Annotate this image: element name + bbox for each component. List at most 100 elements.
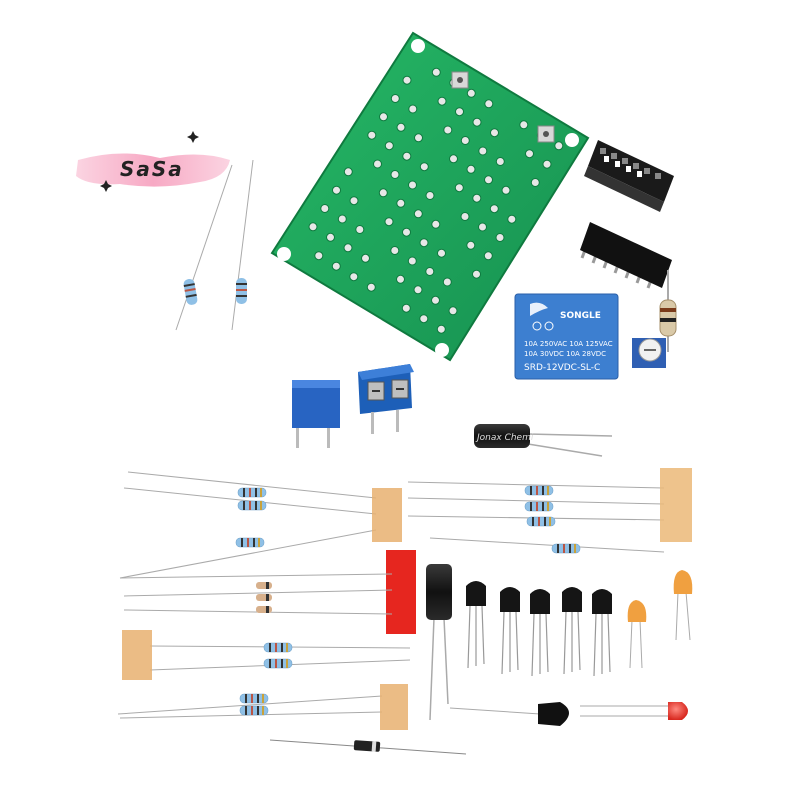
relay-rating-2: 10A 30VDC 10A 28VDC bbox=[524, 350, 606, 358]
solder-hole bbox=[337, 214, 347, 224]
resistor-group bbox=[117, 471, 665, 719]
solder-hole bbox=[455, 107, 464, 117]
solder-hole bbox=[554, 141, 564, 151]
solder-hole bbox=[366, 282, 376, 292]
solder-hole bbox=[425, 267, 435, 276]
solder-hole bbox=[413, 209, 423, 219]
solder-hole bbox=[425, 191, 435, 200]
resistor bbox=[407, 497, 665, 512]
solder-hole bbox=[384, 141, 394, 151]
resistor bbox=[429, 537, 665, 554]
resistor bbox=[149, 642, 411, 653]
solder-hole bbox=[308, 222, 318, 232]
solder-hole bbox=[530, 178, 540, 187]
solder-hole bbox=[419, 162, 429, 172]
solder-hole bbox=[507, 214, 517, 224]
solder-hole bbox=[437, 96, 447, 106]
solder-hole bbox=[408, 104, 418, 114]
solder-hole bbox=[419, 238, 429, 248]
solder-hole bbox=[343, 243, 353, 253]
solder-hole bbox=[525, 149, 534, 159]
solder-hole bbox=[519, 120, 529, 130]
solder-hole bbox=[408, 180, 417, 190]
solder-hole bbox=[361, 253, 370, 263]
solder-hole bbox=[396, 122, 406, 132]
electrolytic-capacitor-vertical bbox=[426, 564, 452, 721]
solder-hole bbox=[542, 159, 552, 169]
solder-hole bbox=[489, 204, 499, 214]
terminal-block bbox=[358, 364, 414, 434]
tape-strips bbox=[122, 468, 692, 730]
resistor bbox=[149, 658, 411, 671]
ceramic-capacitor-2 bbox=[673, 570, 693, 641]
relay-model: SRD-12VDC-SL-C bbox=[524, 363, 600, 373]
solder-hole bbox=[407, 256, 417, 266]
red-led bbox=[580, 702, 688, 720]
ceramic-capacitor-1 bbox=[627, 600, 647, 669]
solder-hole bbox=[349, 196, 359, 206]
solder-hole bbox=[414, 133, 423, 143]
resistor bbox=[119, 529, 377, 579]
solder-hole bbox=[490, 128, 499, 138]
relay-rating-1: 10A 250VAC 10A 125VAC bbox=[524, 340, 613, 348]
solder-hole bbox=[466, 164, 476, 174]
pcb-board bbox=[270, 31, 590, 362]
solder-hole bbox=[373, 159, 382, 169]
solder-hole bbox=[343, 167, 353, 177]
solder-hole bbox=[478, 222, 487, 232]
solder-hole bbox=[378, 188, 388, 198]
solder-hole bbox=[419, 314, 429, 324]
solder-hole bbox=[472, 193, 482, 203]
solder-hole bbox=[449, 154, 458, 164]
transistor bbox=[530, 589, 550, 677]
solder-hole bbox=[390, 94, 400, 103]
watermark-text: SaSa bbox=[120, 157, 184, 181]
diode-bottom bbox=[269, 739, 467, 755]
solder-hole bbox=[484, 175, 493, 185]
solder-hole bbox=[390, 170, 400, 179]
blue-trimmer bbox=[292, 380, 340, 448]
trimmer-potentiometer bbox=[632, 338, 666, 368]
solder-hole bbox=[478, 146, 488, 156]
resistor-vertical bbox=[659, 270, 677, 352]
solder-hole bbox=[314, 251, 324, 261]
capacitor-label: Jonax Chemi bbox=[475, 433, 534, 443]
solder-hole bbox=[384, 217, 394, 227]
solder-hole bbox=[349, 272, 359, 282]
solder-hole bbox=[401, 303, 411, 313]
pcb-solder-holes bbox=[308, 67, 564, 334]
solder-hole bbox=[495, 157, 505, 166]
solder-hole bbox=[326, 232, 335, 242]
transistor-group bbox=[466, 581, 612, 677]
solder-hole bbox=[367, 130, 377, 140]
diode-group bbox=[119, 573, 393, 615]
resistor-top-left-1 bbox=[175, 164, 233, 331]
solder-hole bbox=[413, 285, 423, 295]
solder-hole bbox=[437, 248, 446, 258]
relay: SONGLE 10A 250VAC 10A 125VAC 10A 30VDC 1… bbox=[514, 293, 619, 380]
solder-hole bbox=[402, 75, 412, 85]
transistor bbox=[500, 587, 520, 675]
solder-hole bbox=[466, 240, 476, 250]
resistor bbox=[407, 481, 665, 496]
black-led bbox=[449, 702, 569, 726]
solder-hole bbox=[472, 269, 481, 279]
transistor bbox=[592, 589, 612, 677]
solder-hole bbox=[402, 227, 411, 237]
ic-chip bbox=[580, 222, 672, 289]
solder-hole bbox=[472, 117, 482, 127]
solder-hole bbox=[454, 183, 464, 193]
solder-hole bbox=[396, 274, 405, 284]
resistor bbox=[123, 487, 377, 515]
resistor bbox=[407, 515, 665, 527]
ic-socket bbox=[584, 140, 674, 212]
resistor-top-left-2 bbox=[231, 159, 254, 331]
solder-hole bbox=[390, 246, 400, 255]
watermark-logo: SaSa bbox=[76, 131, 230, 192]
resistor bbox=[119, 705, 383, 719]
transistor bbox=[466, 581, 486, 669]
solder-hole bbox=[460, 136, 470, 145]
solder-hole bbox=[379, 112, 388, 122]
solder-hole bbox=[355, 225, 365, 234]
